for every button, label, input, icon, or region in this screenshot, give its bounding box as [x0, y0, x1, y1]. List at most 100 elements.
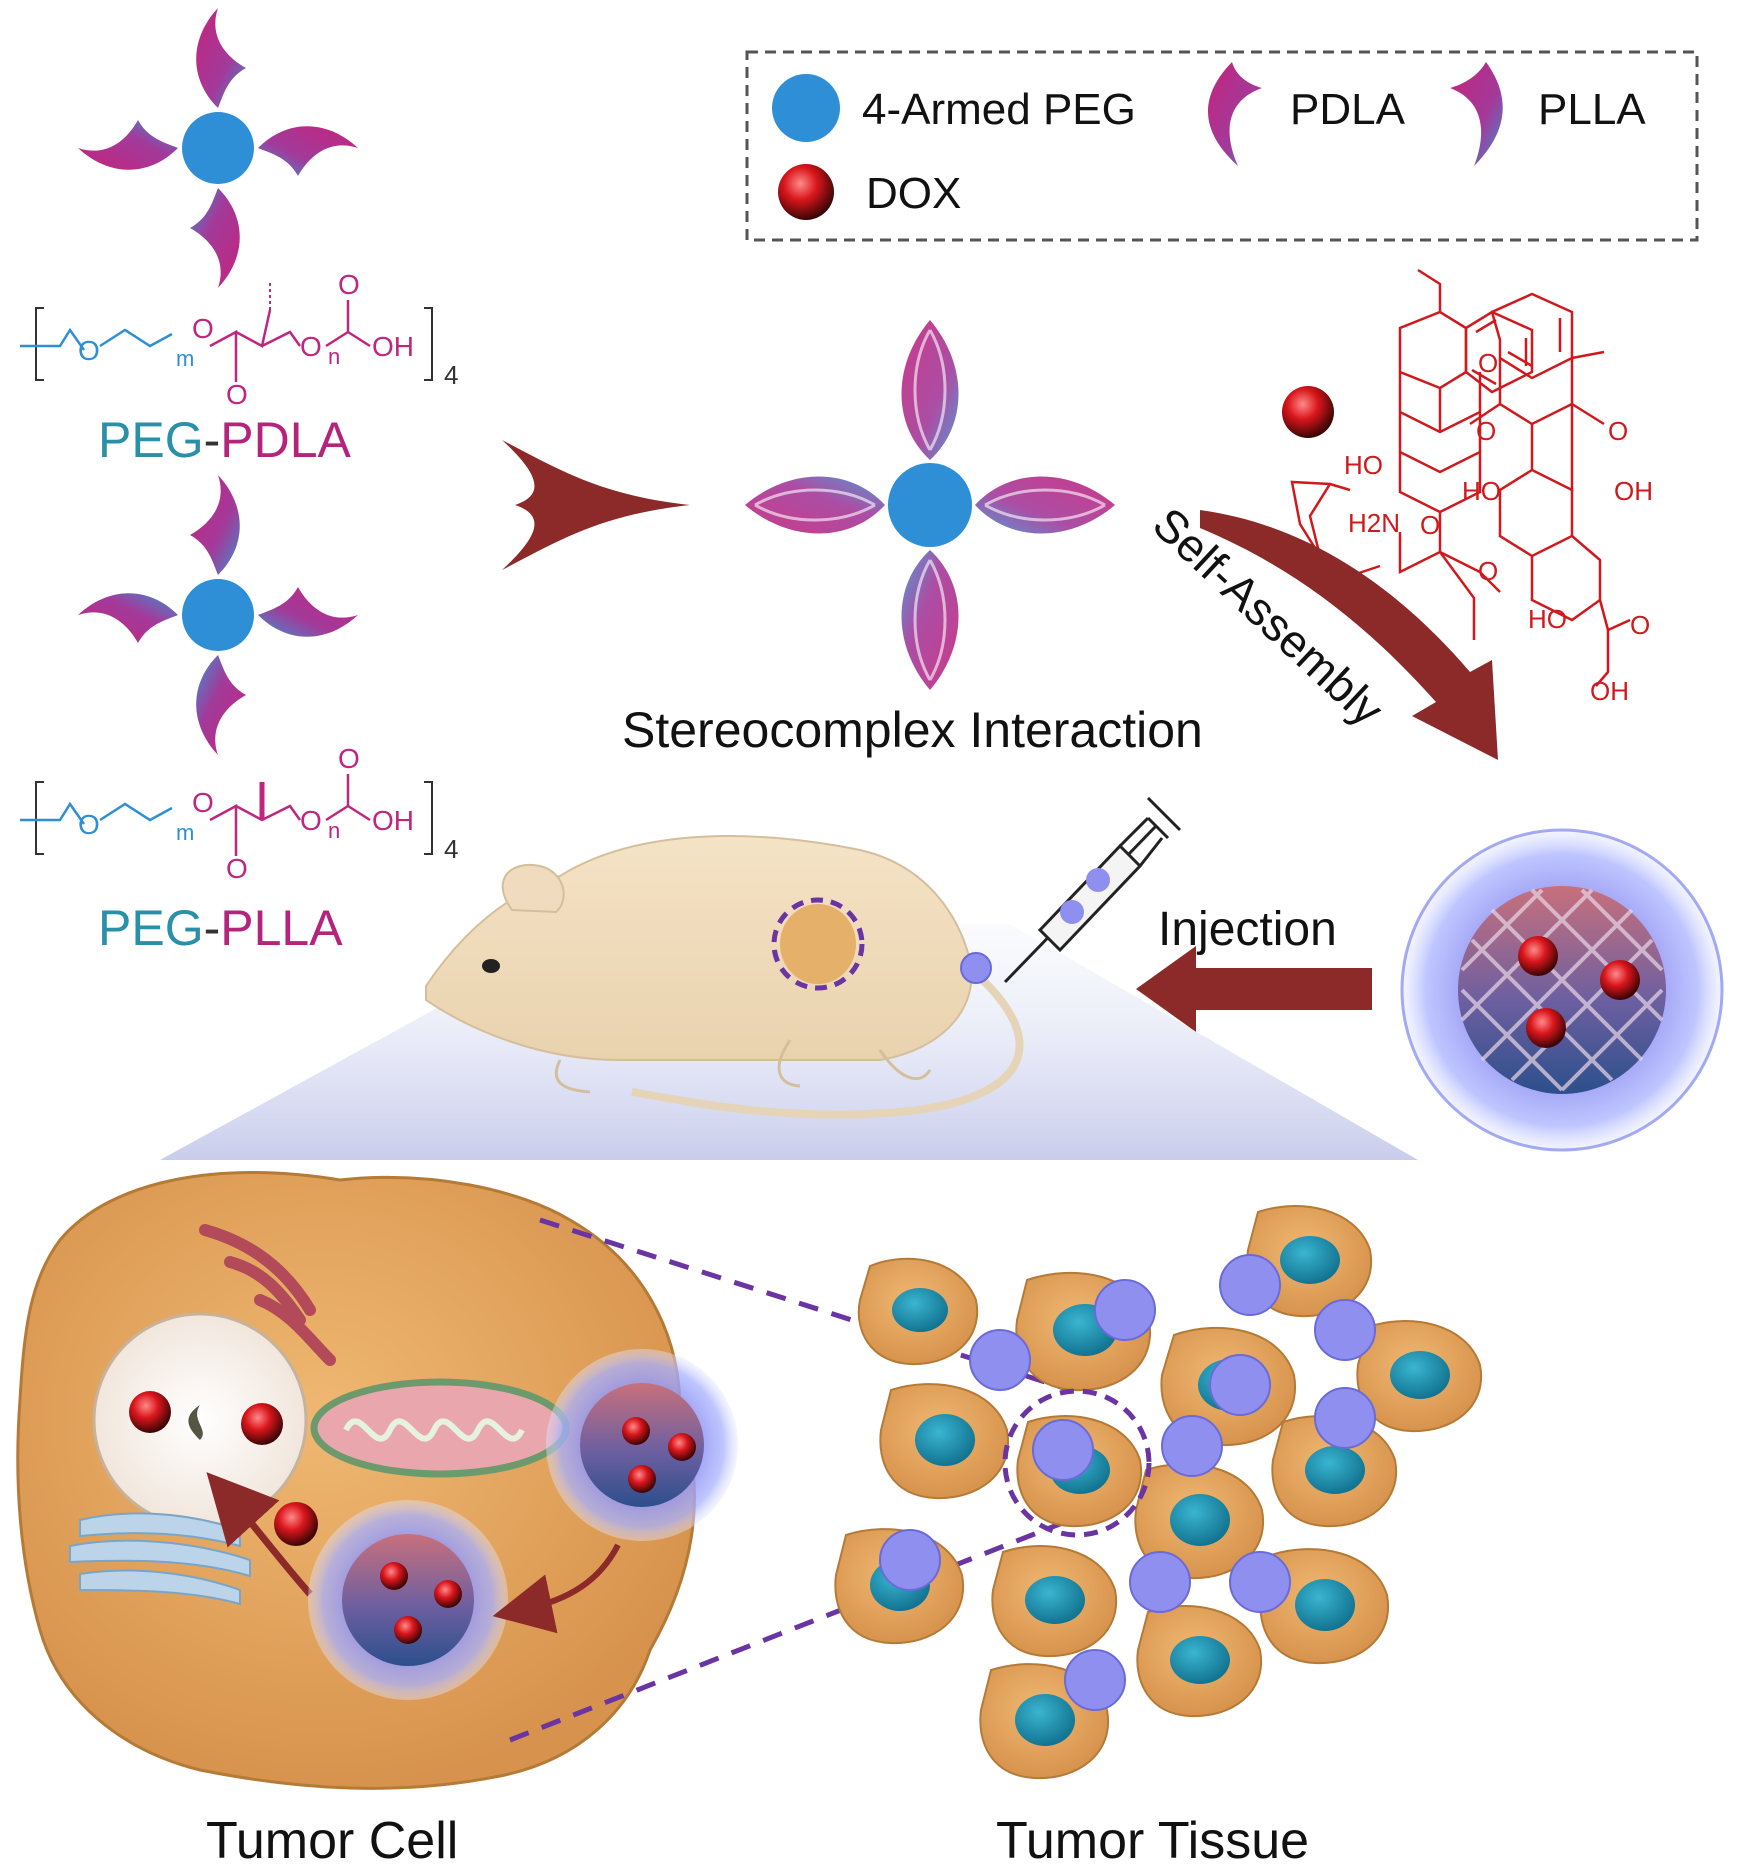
stereocomplex-label: Stereocomplex Interaction: [622, 702, 1203, 758]
endoplasmic-reticulum: [199, 1224, 336, 1366]
peg-legend-icon: [772, 74, 840, 142]
dox-sphere: [129, 1391, 171, 1433]
formula-arms: 4: [444, 834, 458, 864]
formula-oh: OH: [372, 805, 414, 836]
nanoparticle-in-cell: [308, 1500, 508, 1700]
formula-o: O: [338, 743, 360, 774]
peg-plla-star: [78, 475, 358, 755]
formula-o: O: [338, 269, 360, 300]
mitochondrion: [310, 1378, 570, 1478]
dox-ho1: HO: [1344, 450, 1383, 480]
stereocomplex-arm: [975, 476, 1115, 534]
formula-o: O: [192, 787, 214, 818]
pla-arm: [196, 8, 246, 108]
formula-o: O: [192, 313, 214, 344]
chromatin-icon: [188, 1405, 203, 1440]
formula-arms: 4: [444, 360, 458, 390]
pla-part: PDLA: [220, 412, 351, 468]
dox-o-ring: O: [1420, 510, 1440, 540]
peg-core: [182, 579, 254, 651]
mouse: [425, 835, 1024, 1119]
pla-arm: [78, 593, 178, 643]
formula-o: O: [226, 853, 248, 884]
formula-n: n: [328, 818, 340, 843]
dox-sphere: [1526, 1008, 1566, 1048]
peg-core: [182, 112, 254, 184]
plla-legend-label: PLLA: [1538, 85, 1646, 134]
formula-o: O: [78, 335, 100, 366]
pla-arm: [196, 655, 246, 755]
self-assembly-arrow: [1200, 510, 1498, 760]
svg-text:PEG-PLLA: PEG-PLLA: [98, 900, 343, 956]
mouse-ear: [501, 863, 565, 914]
tissue-cell: [1136, 1605, 1263, 1718]
tissue-cell: [879, 1383, 1010, 1500]
dox-sphere: [1282, 386, 1334, 438]
dox-chemical-structure: [1290, 268, 1534, 640]
formula-n: n: [328, 344, 340, 369]
pdla-legend-label: PDLA: [1290, 85, 1406, 134]
nanoparticle-core: [1458, 886, 1666, 1094]
mouse-tail: [631, 956, 1024, 1119]
injection-label: Injection: [1158, 903, 1337, 956]
plla-legend-icon: [1450, 62, 1503, 166]
stereocomplex-arm: [901, 550, 959, 690]
pla-arm: [190, 188, 240, 288]
formula-oh: OH: [372, 331, 414, 362]
nanoparticle-entering-cell: [546, 1349, 738, 1541]
dox-ring-lines: [1469, 292, 1631, 687]
plla-polymer-name: PEG-PLLA: [98, 900, 343, 956]
dox-h2n: H2N: [1348, 508, 1400, 538]
stereocomplex-arm: [901, 320, 959, 460]
dox-oh2: OH: [1590, 676, 1629, 706]
svg-text:PEG-PDLA: PEG-PDLA: [98, 412, 352, 468]
peg-core: [888, 463, 972, 547]
formula-o: O: [300, 331, 322, 362]
dox-legend-label: DOX: [866, 169, 961, 218]
tumor-dashed-circle: [771, 897, 865, 991]
dox-ho2: HO: [1462, 476, 1501, 506]
dox-oh1: OH: [1614, 476, 1653, 506]
pdla-formula: O m O O O n O OH 4: [20, 269, 458, 410]
formula-m: m: [176, 820, 194, 845]
tissue-cell: [1271, 1415, 1398, 1528]
tumor-cell-label: Tumor Cell: [206, 1812, 458, 1869]
dash-part: -: [204, 412, 221, 468]
formula-m: m: [176, 346, 194, 371]
pla-arm: [78, 120, 178, 170]
tissue-cell: [1356, 1320, 1483, 1433]
pla-part: PLLA: [220, 900, 343, 956]
dox-o-keto1: O: [1476, 416, 1496, 446]
legend-box: [745, 50, 1699, 242]
dox-o-methoxy: O: [1478, 348, 1498, 378]
peg-legend-label: 4-Armed PEG: [862, 85, 1136, 134]
injected-nanoparticle: [960, 952, 992, 984]
formula-o: O: [226, 379, 248, 410]
merge-arrow: [502, 440, 690, 570]
tumor-cell: [16, 1171, 738, 1790]
syringe: [960, 796, 1182, 984]
tumor-tissue-label: Tumor Tissue: [996, 1812, 1309, 1869]
tumor-tissue: [834, 1205, 1483, 1780]
plla-formula: O m O O O n O OH 4: [20, 743, 458, 884]
tissue-dashed-highlight: [1002, 1388, 1152, 1538]
dox-legend-icon: [778, 164, 834, 220]
pla-arm: [258, 126, 358, 176]
mouse-body: [425, 835, 973, 1061]
peg-part: PEG: [98, 412, 204, 468]
dox-o-keto2: O: [1608, 416, 1628, 446]
peg-part: PEG: [98, 900, 204, 956]
dox-sphere: [241, 1403, 283, 1445]
dash-part: -: [204, 900, 221, 956]
formula-o: O: [78, 809, 100, 840]
stereocomplex-star: [745, 320, 1115, 690]
dox-loaded-nanoparticle: [1400, 828, 1724, 1152]
tissue-cell: [857, 1257, 979, 1366]
stereocomplex-arm: [745, 476, 885, 534]
peg-pdla-star: [78, 8, 358, 288]
injection-arrow: [1136, 946, 1372, 1032]
pdla-legend-icon: [1207, 62, 1262, 166]
dox-o-link: O: [1478, 556, 1498, 586]
release-arrow: [206, 1472, 313, 1597]
